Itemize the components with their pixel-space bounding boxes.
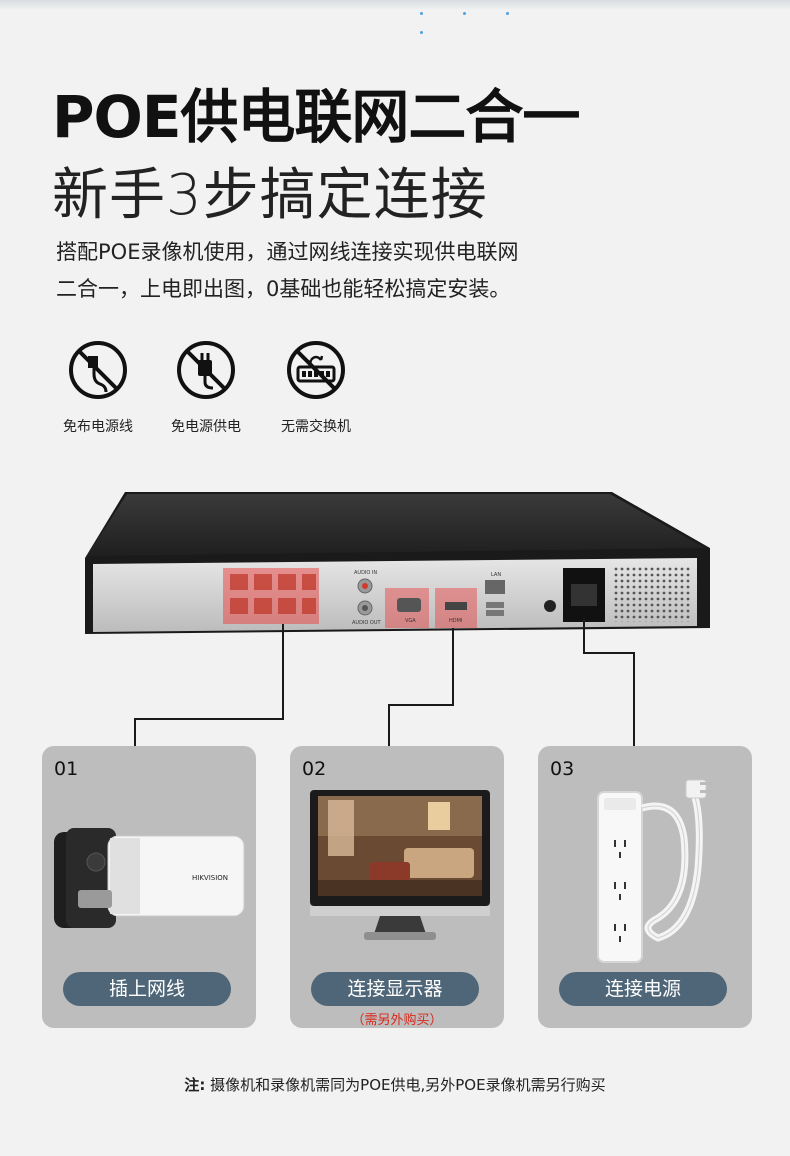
- step-label-plug-cable: 插上网线: [63, 972, 231, 1006]
- lan-label: LAN: [491, 572, 501, 578]
- power-strip-image: [597, 779, 712, 963]
- step-label-connect-power: 连接电源: [559, 972, 727, 1006]
- connector-line: [134, 718, 136, 746]
- connector-line: [633, 652, 635, 746]
- step-card-monitor: 02 连接显示器 （需另外购买）: [290, 746, 504, 1028]
- step-number: 01: [54, 758, 79, 780]
- camera-image: HIKVISION: [54, 828, 245, 928]
- step-card-camera: 01 HIKVISION 插上网线: [42, 746, 256, 1028]
- top-bar: [0, 0, 790, 10]
- top-decoration: [420, 0, 580, 34]
- page-subtitle: 新手3步搞定连接: [52, 163, 488, 228]
- vga-label: VGA: [405, 618, 416, 624]
- connector-line: [388, 704, 390, 746]
- nvr-device: AUDIO IN AUDIO OUT VGA HDMI LAN: [85, 492, 710, 634]
- connector-line: [388, 704, 454, 706]
- feature-label: 免电源供电: [171, 419, 241, 435]
- step-number: 03: [550, 758, 575, 780]
- feature-no-switch: 无需交换机: [266, 340, 366, 436]
- monitor-image: [310, 790, 490, 940]
- connector-line: [452, 628, 454, 706]
- hdmi-label: HDMI: [449, 618, 462, 624]
- feature-label: 免布电源线: [63, 419, 133, 435]
- connector-line: [134, 718, 284, 720]
- audio-out-label: AUDIO OUT: [352, 620, 382, 626]
- feature-no-power-adapter: 免电源供电: [156, 340, 256, 436]
- page-title: POE供电联网二合一: [52, 83, 580, 151]
- camera-brand: HIKVISION: [192, 874, 228, 882]
- feature-no-power-cable: 免布电源线: [48, 340, 148, 436]
- step-number: 02: [302, 758, 327, 780]
- no-switch-icon: [287, 341, 345, 399]
- description-line-1: 搭配POE录像机使用，通过网线连接实现供电联网: [56, 240, 519, 264]
- audio-in-label: AUDIO IN: [354, 570, 377, 576]
- description-line-2: 二合一，上电即出图，0基础也能轻松搞定安装。: [56, 277, 511, 301]
- step-label-connect-monitor: 连接显示器: [311, 972, 479, 1006]
- step-card-power-strip: 03 连接电源: [538, 746, 752, 1028]
- no-power-cable-icon: [69, 341, 127, 399]
- no-power-adapter-icon: [177, 341, 235, 399]
- connector-line: [583, 652, 635, 654]
- footer-note: 注: 摄像机和录像机需同为POE供电,另外POE录像机需另行购买: [0, 1074, 790, 1095]
- connector-line: [583, 618, 585, 654]
- footer-note-prefix: 注:: [184, 1076, 206, 1094]
- connector-line: [282, 624, 284, 720]
- step-note-purchase-separately: （需另外购买）: [351, 1013, 443, 1028]
- feature-label: 无需交换机: [281, 419, 351, 435]
- footer-note-text: 摄像机和录像机需同为POE供电,另外POE录像机需另行购买: [205, 1076, 606, 1094]
